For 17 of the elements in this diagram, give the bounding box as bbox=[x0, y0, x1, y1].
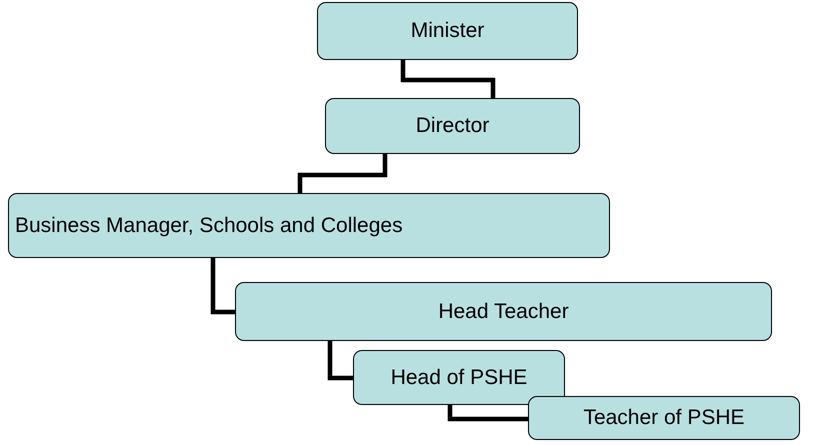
position-title: Teacher of PSHE bbox=[583, 406, 745, 430]
position-title: Head Teacher bbox=[438, 300, 569, 324]
position-box bbox=[235, 282, 772, 341]
position-box bbox=[8, 193, 610, 258]
position-title: Director bbox=[416, 114, 490, 138]
connector-line bbox=[210, 258, 235, 314]
connector-line bbox=[298, 154, 388, 193]
connector-line bbox=[328, 341, 353, 380]
position-title: Minister bbox=[410, 19, 484, 43]
connector-line bbox=[448, 405, 528, 422]
connector-line bbox=[400, 60, 496, 98]
position-title: Business Manager, Schools and Colleges bbox=[15, 214, 403, 238]
position-box bbox=[353, 350, 565, 405]
position-box bbox=[528, 396, 800, 440]
position-box bbox=[325, 98, 580, 154]
position-box bbox=[317, 2, 578, 60]
position-title: Head of PSHE bbox=[390, 366, 528, 390]
